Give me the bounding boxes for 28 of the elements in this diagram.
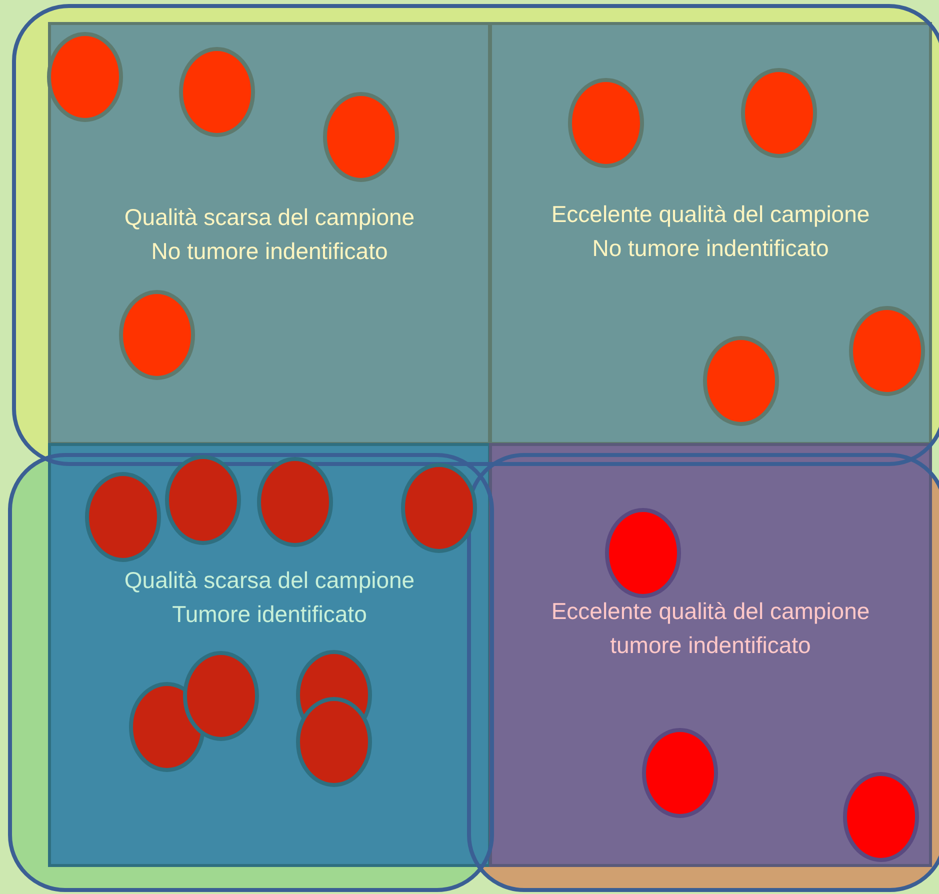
quadrant-label: Tumore identificato: [172, 600, 367, 629]
quadrant-label: No tumore indentificato: [151, 237, 388, 266]
quadrant-label: Eccelente qualità del campione: [551, 597, 870, 626]
tumor-dot: [642, 728, 718, 818]
tumor-dot: [179, 47, 255, 137]
quadrant-panel: [489, 22, 932, 445]
tumor-dot: [183, 651, 259, 741]
tumor-dot: [119, 290, 195, 380]
tumor-dot: [323, 92, 399, 182]
tumor-dot: [401, 463, 477, 553]
quadrant-label: No tumore indentificato: [592, 234, 829, 263]
tumor-dot: [257, 457, 333, 547]
quadrant-label: Qualità scarsa del campione: [124, 203, 415, 232]
tumor-dot: [568, 78, 644, 168]
tumor-dot: [47, 32, 123, 122]
tumor-dot: [296, 697, 372, 787]
tumor-dot: [703, 336, 779, 426]
tumor-dot: [605, 508, 681, 598]
quadrant-label: Eccelente qualità del campione: [551, 200, 870, 229]
quadrant-panel: [48, 443, 491, 867]
quadrant-panel: [48, 22, 491, 445]
tumor-dot: [849, 306, 925, 396]
tumor-dot: [165, 455, 241, 545]
tumor-dot: [741, 68, 817, 158]
tumor-dot: [843, 772, 919, 862]
quadrant-label: Qualità scarsa del campione: [124, 566, 415, 595]
tumor-dot: [85, 472, 161, 562]
quadrant-label: tumore indentificato: [610, 631, 811, 660]
